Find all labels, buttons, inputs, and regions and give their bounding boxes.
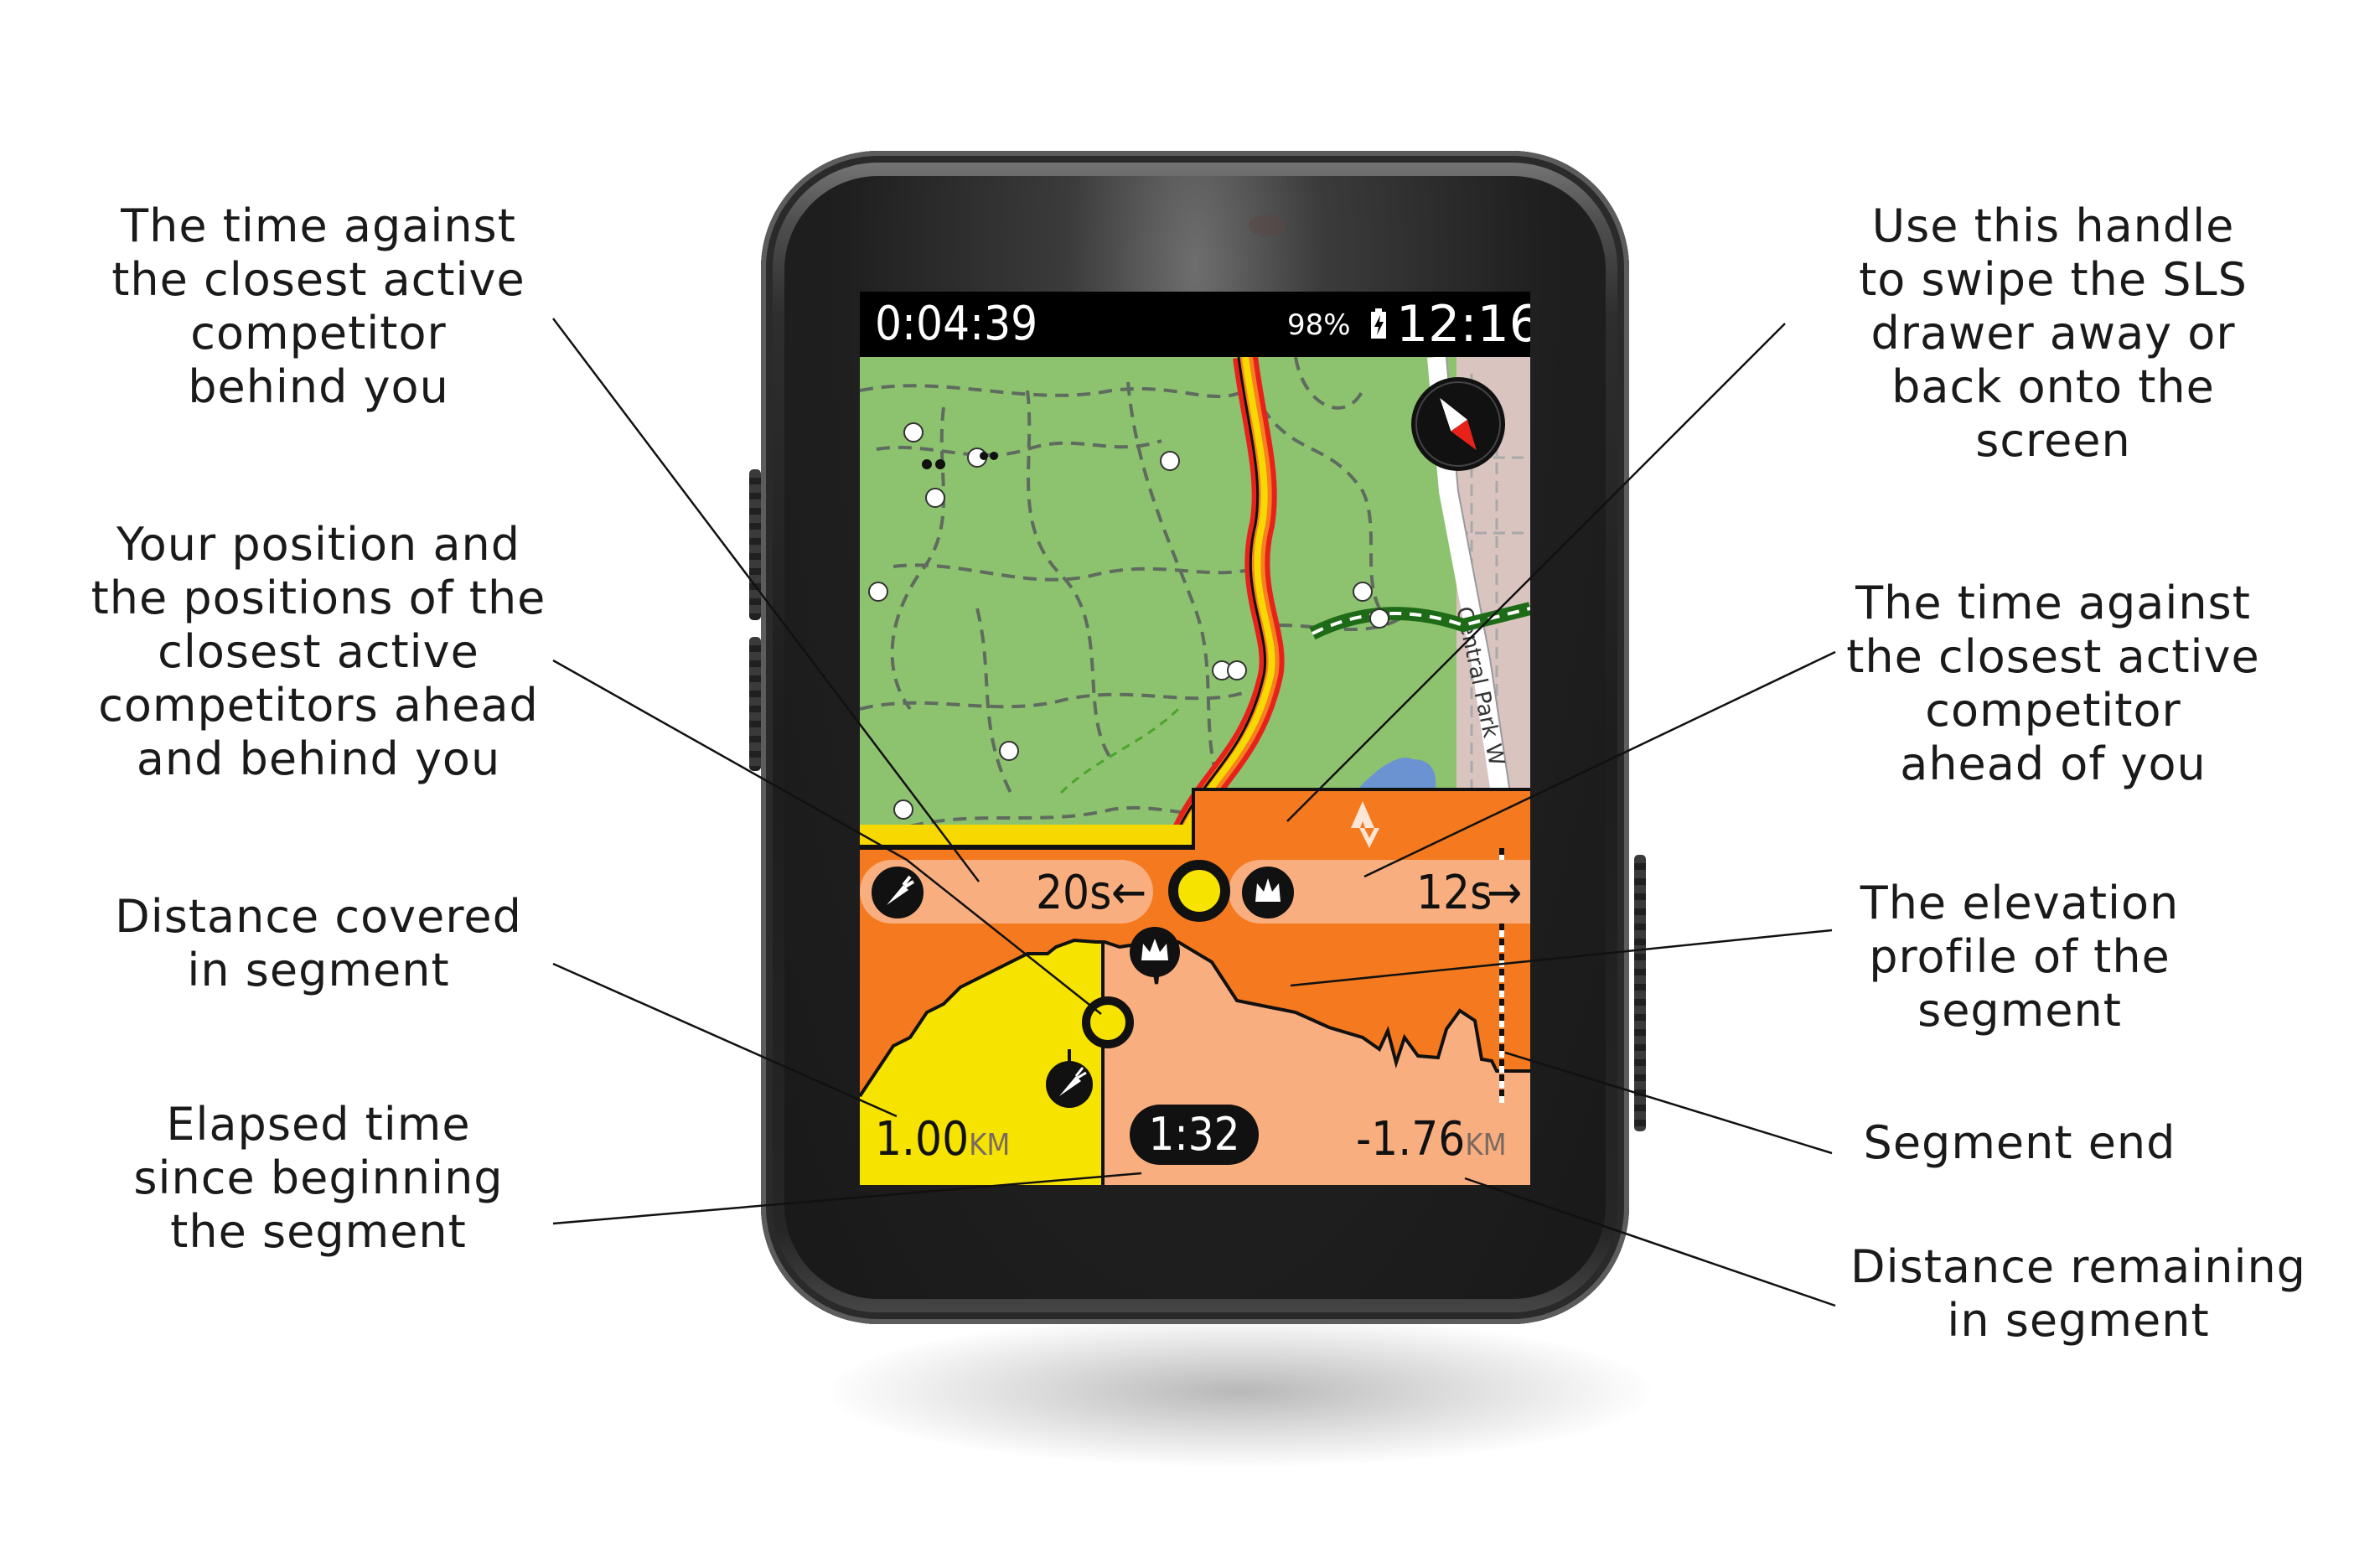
distance-covered-unit: KM	[969, 1128, 1011, 1162]
sls-drawer	[860, 788, 1530, 1185]
distance-covered: 1.00KM	[875, 1115, 1010, 1171]
callout-elevation-profile: The elevation profile of the segment	[1860, 877, 2180, 1037]
callout-behind-time: The time against the closest active comp…	[111, 199, 525, 413]
crown-icon	[1239, 863, 1297, 922]
behind-arrow-icon: ←	[1111, 866, 1147, 920]
callout-ahead-time: The time against the closest active comp…	[1846, 577, 2260, 790]
distance-remaining-value: -1.76	[1356, 1112, 1466, 1167]
left-side-grip	[749, 469, 761, 620]
callout-segment-end: Segment end	[1863, 1116, 2176, 1169]
light-sensor	[1249, 215, 1286, 236]
callout-positions: Your position and the positions of the c…	[91, 518, 546, 785]
distance-remaining: -1.76KM	[1356, 1115, 1507, 1171]
behind-time: 20s	[1036, 866, 1112, 920]
callout-distance-covered: Distance covered in segment	[115, 890, 522, 996]
callout-elapsed-time: Elapsed time since beginning the segment	[133, 1098, 504, 1258]
trail-marker-icon	[999, 741, 1019, 761]
your-position-icon	[1168, 860, 1230, 922]
distance-remaining-unit: KM	[1465, 1128, 1507, 1162]
callout-distance-remaining: Distance remaining in segment	[1850, 1240, 2306, 1347]
trail-marker-icon	[1227, 660, 1247, 680]
device-screen: Central Park W	[860, 292, 1530, 1185]
profile-position-icon	[1082, 996, 1134, 1048]
ahead-arrow-icon: →	[1487, 866, 1523, 920]
route-band	[860, 825, 1195, 848]
ahead-time: 12s	[1416, 866, 1493, 920]
segment-elapsed-time: 1:32	[1148, 1108, 1240, 1161]
trail-marker-icon	[1160, 451, 1180, 471]
device-shadow	[830, 1316, 1651, 1467]
light-green-dash	[1059, 707, 1180, 794]
left-side-grip-lower	[749, 637, 761, 771]
right-side-grip	[1634, 855, 1646, 1131]
segment-time-pill	[1130, 1105, 1259, 1165]
route-edge	[1145, 357, 1267, 894]
distance-covered-value: 1.00	[875, 1112, 970, 1167]
carrot-icon	[868, 863, 927, 922]
callout-handle: Use this handle to swipe the SLS drawer …	[1859, 199, 2248, 467]
route-inner	[1150, 357, 1275, 895]
